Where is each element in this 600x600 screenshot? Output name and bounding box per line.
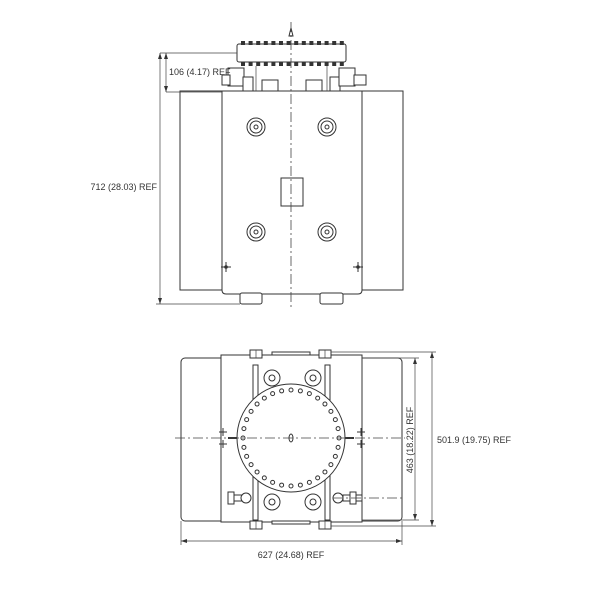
- flange-bolt: [335, 444, 341, 450]
- flange-bolt: [248, 408, 254, 414]
- flange-bolt: [271, 62, 276, 66]
- flange-bolt: [324, 41, 329, 45]
- flange-bolt: [328, 462, 334, 468]
- flange-bolt: [270, 479, 276, 485]
- flange-bolt: [279, 41, 283, 45]
- flange-bolt: [286, 62, 291, 66]
- flange-bolt: [301, 41, 306, 45]
- flange-bolt: [297, 482, 303, 488]
- flange-bolt: [241, 62, 245, 66]
- flange-bolt: [322, 401, 328, 407]
- flange-bolt: [332, 453, 338, 459]
- flange-bolt: [297, 388, 303, 394]
- flange-bolt: [309, 62, 314, 66]
- nameplate: [280, 177, 304, 207]
- flange-bolt: [279, 482, 285, 488]
- lugs: [249, 349, 332, 530]
- boss: [317, 222, 337, 242]
- flange-bolt: [256, 62, 261, 66]
- flange-bolt: [301, 62, 306, 66]
- mounting-bosses: [246, 117, 337, 242]
- flange-bolt: [263, 62, 268, 66]
- boss: [246, 222, 266, 242]
- block-right: [305, 79, 323, 92]
- top-hardware: [221, 66, 367, 92]
- block-left: [261, 79, 279, 92]
- flange-bolt: [248, 462, 254, 468]
- flange-bolt: [335, 426, 341, 432]
- flange-bolt: [248, 62, 253, 66]
- valve-cap-left: [221, 74, 231, 86]
- dimension-106: 106 (4.17) REF: [160, 52, 237, 93]
- flange-bolt: [317, 62, 321, 66]
- flange-bolt: [306, 391, 312, 397]
- flange-bolt: [256, 41, 261, 45]
- dim-label-463: 463 (18.22) REF: [405, 406, 415, 473]
- top-flange: [236, 43, 347, 63]
- front-view: 106 (4.17) REF 712 (28.03) REF: [90, 22, 404, 310]
- flange-bolt: [271, 41, 276, 45]
- flange-bolt: [279, 62, 283, 66]
- flange-bolt: [294, 41, 299, 45]
- foot-right: [319, 292, 344, 305]
- dim-label-501-9: 501.9 (19.75) REF: [437, 435, 512, 445]
- flange-bolt: [240, 435, 246, 441]
- flange-bolt: [322, 469, 328, 475]
- flange-bolt: [332, 417, 338, 423]
- lifting-rings: [263, 369, 322, 511]
- flange-bolt: [315, 395, 321, 401]
- flange-bolt: [279, 388, 285, 394]
- flange-bolt: [261, 395, 267, 401]
- dim-label-106: 106 (4.17) REF: [169, 67, 231, 77]
- flange-bolt: [339, 41, 344, 45]
- flange-bolt: [332, 41, 337, 45]
- flange-bolts: [241, 41, 344, 66]
- dimension-463: 463 (18.22) REF: [362, 357, 419, 521]
- flange-bolt: [288, 387, 294, 393]
- flange-bolt: [294, 62, 299, 66]
- flange-bolt: [261, 475, 267, 481]
- top-view: 463 (18.22) REF 501.9 (19.75) REF 627 (2…: [175, 349, 512, 560]
- valve-cap-right: [353, 74, 367, 86]
- flange-bolt: [244, 453, 250, 459]
- flange-bolt: [244, 417, 250, 423]
- flange-bolt: [315, 475, 321, 481]
- flange-bolt: [286, 41, 291, 45]
- flange-bolt: [241, 444, 247, 450]
- dimension-627: 627 (24.68) REF: [180, 521, 403, 560]
- boss: [246, 117, 266, 137]
- flange-bolt: [306, 479, 312, 485]
- flange-bolt: [270, 391, 276, 397]
- dim-label-627: 627 (24.68) REF: [258, 550, 325, 560]
- dim-label-712: 712 (28.03) REF: [90, 182, 157, 192]
- flange-bolt: [328, 408, 334, 414]
- boss: [317, 117, 337, 137]
- dimension-712: 712 (28.03) REF: [90, 53, 240, 305]
- dimension-501-9: 501.9 (19.75) REF: [331, 351, 512, 527]
- fitting-left: [242, 76, 254, 92]
- foot-left: [239, 292, 263, 305]
- flange-bolt: [241, 426, 247, 432]
- flange-bolt: [263, 41, 268, 45]
- flange-bolt: [248, 41, 253, 45]
- flange-bolt-circle: [240, 387, 342, 489]
- crosshair-marks: [221, 262, 363, 272]
- flange-bolt: [339, 62, 344, 66]
- flange-bolt: [309, 41, 314, 45]
- flange-bolt: [324, 62, 329, 66]
- flange-bolt: [254, 469, 260, 475]
- flange-bolt: [241, 41, 245, 45]
- flange-bolt: [254, 401, 260, 407]
- flange-bolt: [332, 62, 337, 66]
- flange-bolt: [288, 483, 294, 489]
- flange-bolt: [317, 41, 321, 45]
- valve-right: [338, 67, 356, 87]
